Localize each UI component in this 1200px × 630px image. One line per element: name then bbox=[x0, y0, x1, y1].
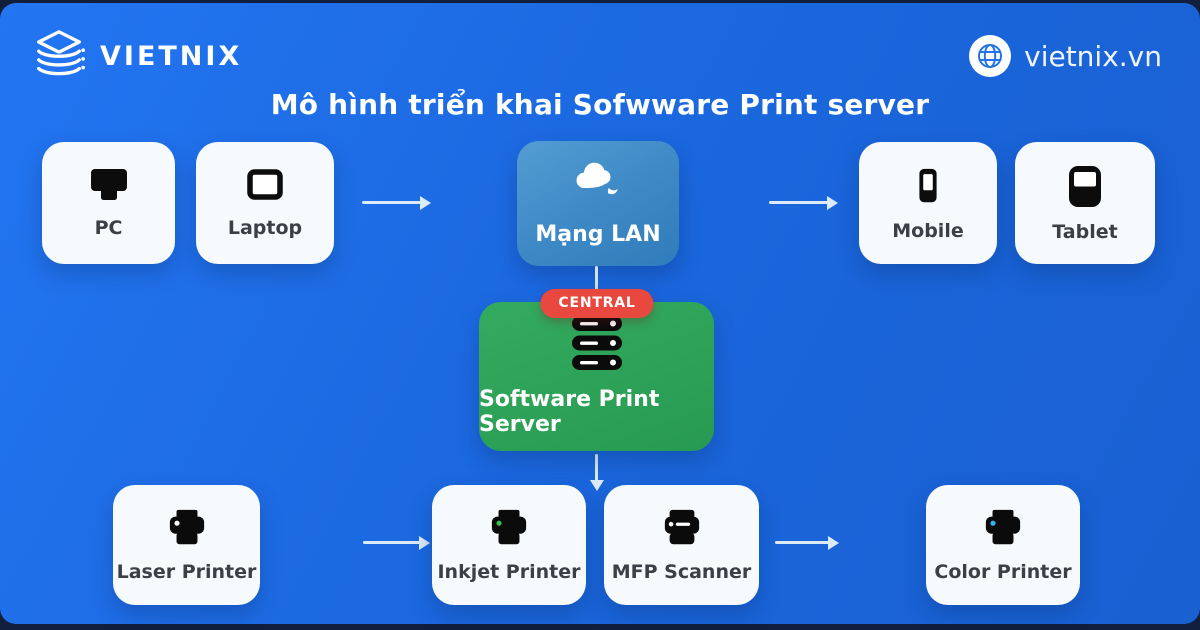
printer-icon bbox=[165, 508, 209, 548]
vietnix-layers-icon bbox=[30, 27, 88, 85]
cloud-icon bbox=[569, 160, 627, 198]
node-label: Mạng LAN bbox=[535, 222, 661, 247]
node-label: Software Print Server bbox=[479, 387, 660, 437]
arrow-laser-to-inkjet bbox=[363, 535, 430, 550]
node-label: MFP Scanner bbox=[611, 560, 752, 583]
arrow-lan-to-mobile bbox=[769, 195, 838, 210]
printer-icon bbox=[487, 508, 531, 548]
arrow-server-to-printers bbox=[589, 454, 604, 491]
node-label: PC bbox=[94, 217, 123, 239]
node-lan: Mạng LAN bbox=[517, 141, 679, 266]
desktop-pc-icon bbox=[87, 167, 131, 204]
node-mfp-scanner: MFP Scanner bbox=[604, 485, 759, 605]
node-label: Tablet bbox=[1052, 220, 1118, 243]
server-stack-icon bbox=[569, 316, 625, 370]
node-mobile: Mobile bbox=[859, 142, 997, 264]
node-label: Laser Printer bbox=[116, 560, 257, 583]
printer-icon bbox=[981, 508, 1025, 548]
mobile-phone-icon bbox=[907, 165, 949, 207]
website-url: vietnix.vn bbox=[1024, 39, 1162, 73]
node-tablet: Tablet bbox=[1015, 142, 1155, 264]
node-pc: PC bbox=[42, 142, 175, 264]
connector-lan-to-server bbox=[595, 266, 598, 293]
vietnix-logo: VIETNIX bbox=[30, 27, 242, 85]
node-label: Color Printer bbox=[934, 560, 1072, 583]
node-label: Mobile bbox=[892, 219, 964, 242]
printer-scanner-icon bbox=[660, 508, 704, 548]
node-print-server: Software Print Server bbox=[479, 302, 714, 451]
node-laser-printer: Laser Printer bbox=[113, 485, 260, 605]
tablet-icon bbox=[1063, 164, 1107, 208]
arrow-laptop-to-lan bbox=[362, 195, 431, 210]
laptop-icon bbox=[243, 168, 287, 204]
logo-text: VIETNIX bbox=[100, 40, 243, 72]
central-badge: CENTRAL bbox=[540, 289, 654, 318]
node-laptop: Laptop bbox=[196, 142, 334, 264]
arrow-mfp-to-color bbox=[775, 535, 839, 550]
node-label: Laptop bbox=[227, 216, 303, 239]
node-inkjet-printer: Inkjet Printer bbox=[432, 485, 586, 605]
background-panel: VIETNIX vietnix.vn Mô hình triển khai So… bbox=[0, 3, 1200, 624]
page-title: Mô hình triển khai Sofwware Print server bbox=[270, 88, 930, 121]
globe-icon bbox=[969, 35, 1012, 77]
website-badge: vietnix.vn bbox=[969, 35, 1162, 77]
node-color-printer: Color Printer bbox=[926, 485, 1080, 605]
node-label: Inkjet Printer bbox=[437, 560, 581, 583]
